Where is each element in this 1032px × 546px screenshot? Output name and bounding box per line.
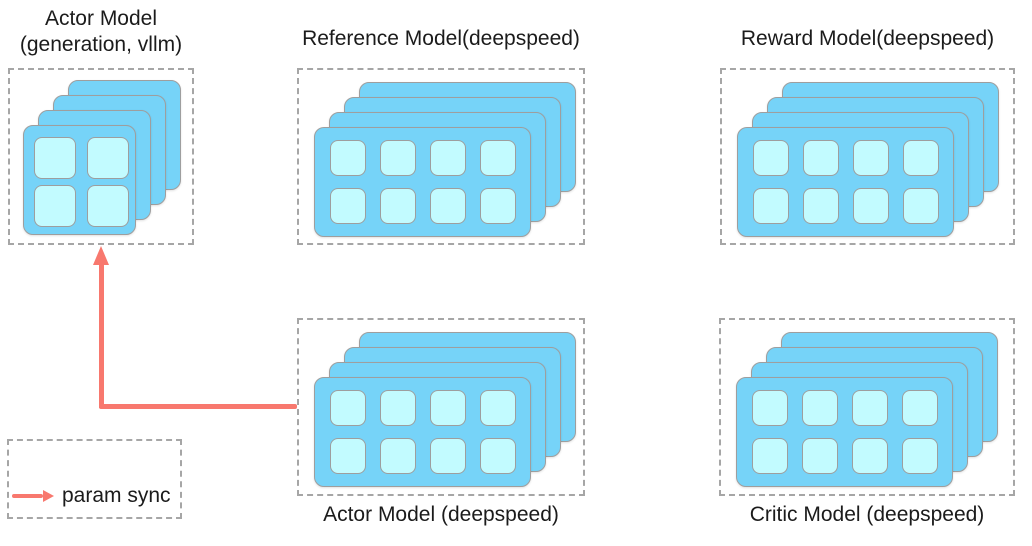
gpu-square — [853, 140, 889, 176]
param-sync-arrow-icon — [12, 490, 54, 502]
gpu-square — [752, 390, 788, 426]
param-sync-arrowhead-icon — [93, 246, 109, 265]
gpu-square — [480, 188, 516, 224]
gpu-square — [430, 140, 466, 176]
gpu-square — [330, 390, 366, 426]
gpu-square — [480, 390, 516, 426]
gpu-square — [902, 390, 938, 426]
actor-generation-title-line2: (generation, vllm) — [19, 33, 183, 56]
gpu-square — [803, 140, 839, 176]
gpu-square — [753, 140, 789, 176]
reference-model-box — [297, 68, 585, 245]
gpu-card-front — [23, 125, 136, 235]
actor-training-box — [297, 318, 585, 496]
gpu-square — [430, 438, 466, 474]
critic-model-label: Critic Model (deepspeed) — [749, 503, 985, 526]
gpu-card-stack — [10, 70, 192, 243]
gpu-square — [34, 185, 76, 227]
gpu-square — [380, 188, 416, 224]
gpu-square — [802, 390, 838, 426]
gpu-square — [852, 390, 888, 426]
actor-generation-title-line1: Actor Model — [44, 7, 158, 30]
gpu-square — [380, 390, 416, 426]
gpu-square — [903, 140, 939, 176]
actor-generation-box — [8, 68, 194, 245]
gpu-square — [34, 137, 76, 179]
reward-model-box — [720, 68, 1015, 245]
legend-box — [7, 439, 182, 519]
gpu-card-stack — [722, 70, 1013, 243]
gpu-square — [480, 438, 516, 474]
gpu-square — [380, 438, 416, 474]
param-sync-arrow-vertical — [99, 262, 104, 408]
gpu-square — [752, 438, 788, 474]
gpu-square — [853, 188, 889, 224]
gpu-square — [903, 188, 939, 224]
critic-model-box — [719, 318, 1015, 496]
gpu-square — [753, 188, 789, 224]
gpu-square — [380, 140, 416, 176]
gpu-square — [87, 185, 129, 227]
gpu-square — [330, 188, 366, 224]
gpu-card-front — [737, 127, 954, 237]
gpu-square — [480, 140, 516, 176]
gpu-square — [330, 438, 366, 474]
gpu-card-front — [736, 377, 953, 487]
gpu-square — [430, 188, 466, 224]
legend-label: param sync — [62, 484, 171, 507]
legend-row: param sync — [12, 483, 171, 509]
actor-training-label: Actor Model (deepspeed) — [323, 503, 559, 526]
gpu-square — [802, 438, 838, 474]
actor-generation-title: Actor Model (generation, vllm) — [8, 6, 194, 58]
reward-model-title: Reward Model(deepspeed) — [740, 27, 995, 50]
gpu-square — [902, 438, 938, 474]
gpu-square — [330, 140, 366, 176]
reference-model-title: Reference Model(deepspeed) — [302, 27, 580, 50]
gpu-card-front — [314, 377, 531, 487]
gpu-square — [803, 188, 839, 224]
param-sync-arrow-horizontal — [99, 404, 297, 409]
gpu-card-front — [314, 127, 531, 237]
gpu-card-stack — [299, 70, 583, 243]
gpu-card-stack — [299, 320, 583, 494]
gpu-square — [852, 438, 888, 474]
gpu-square — [430, 390, 466, 426]
gpu-square — [87, 137, 129, 179]
gpu-card-stack — [721, 320, 1013, 494]
